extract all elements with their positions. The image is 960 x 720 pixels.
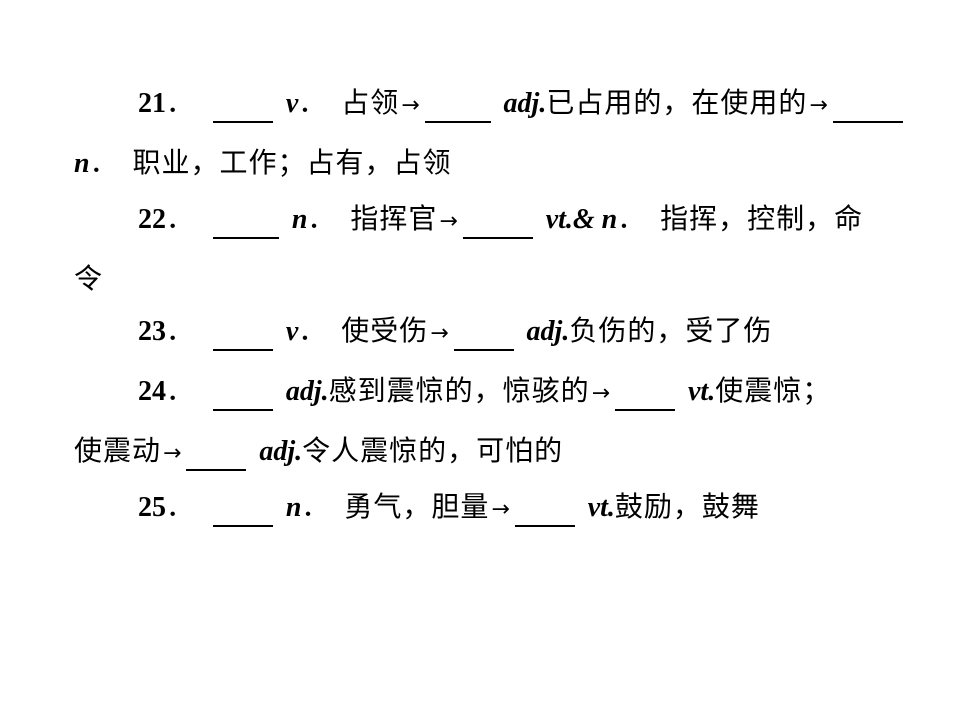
definition: 鼓励，鼓舞 bbox=[614, 490, 760, 523]
answer-blank[interactable] bbox=[832, 93, 903, 123]
part-of-speech: v bbox=[285, 88, 299, 119]
answer-blank[interactable] bbox=[462, 209, 533, 239]
arrow-icon: → bbox=[439, 209, 458, 234]
part-of-speech: n bbox=[74, 148, 90, 179]
definition: 负伤的，受了伤 bbox=[569, 314, 773, 347]
pos-dot: ． bbox=[617, 202, 646, 235]
item-23-line-1: 23． v． 使受伤→ adj.负伤的，受了伤 bbox=[138, 314, 772, 351]
pos-dot: . bbox=[607, 492, 615, 523]
item-21-line-2: n． 职业，工作；占有，占领 bbox=[74, 146, 452, 181]
part-of-speech: vt bbox=[587, 492, 608, 523]
item-24-line-1: 24． adj.感到震惊的，惊骇的→ vt.使震惊； bbox=[138, 374, 831, 411]
definition-continued: 令 bbox=[74, 262, 104, 295]
item-24-line-2: 使震动→ adj.令人震惊的，可怕的 bbox=[74, 434, 563, 471]
pos-dot: . bbox=[562, 316, 570, 347]
definition: 使受伤 bbox=[341, 314, 429, 347]
part-of-speech: vt.& n bbox=[545, 204, 618, 235]
item-number: 25 bbox=[138, 492, 166, 523]
part-of-speech: adj bbox=[503, 88, 540, 119]
arrow-icon: → bbox=[401, 93, 420, 118]
definition: 勇气，胆量 bbox=[344, 490, 490, 523]
answer-blank[interactable] bbox=[424, 93, 491, 123]
arrow-icon: → bbox=[430, 321, 449, 346]
pos-dot: ． bbox=[301, 490, 330, 523]
item-number: 24 bbox=[138, 376, 166, 407]
answer-blank[interactable] bbox=[212, 209, 279, 239]
pos-dot: ． bbox=[89, 146, 118, 179]
arrow-icon: → bbox=[809, 93, 828, 118]
item-21-line-1: 21． v． 占领→ adj.已占用的，在使用的→ bbox=[138, 86, 907, 123]
item-number: 23 bbox=[138, 316, 166, 347]
number-dot: ． bbox=[166, 86, 195, 119]
part-of-speech: n bbox=[291, 204, 308, 235]
part-of-speech: adj bbox=[526, 316, 563, 347]
answer-blank[interactable] bbox=[212, 321, 273, 351]
pos-dot: . bbox=[539, 88, 547, 119]
pos-dot: ． bbox=[298, 314, 327, 347]
definition: 感到震惊的，惊骇的 bbox=[328, 374, 590, 407]
definition: 已占用的，在使用的 bbox=[546, 86, 808, 119]
definition: 指挥，控制，命 bbox=[660, 202, 864, 235]
number-dot: ． bbox=[166, 490, 195, 523]
part-of-speech: adj bbox=[259, 436, 296, 467]
answer-blank[interactable] bbox=[453, 321, 514, 351]
item-22-line-1: 22． n． 指挥官→ vt.& n． 指挥，控制，命 bbox=[138, 202, 863, 239]
answer-blank[interactable] bbox=[212, 497, 273, 527]
pos-dot: . bbox=[295, 436, 303, 467]
item-25-line-1: 25． n． 勇气，胆量→ vt.鼓励，鼓舞 bbox=[138, 490, 760, 527]
arrow-icon: → bbox=[491, 497, 510, 522]
definition: 占领 bbox=[341, 86, 400, 119]
definition: 指挥官 bbox=[350, 202, 438, 235]
part-of-speech: vt bbox=[687, 376, 709, 407]
part-of-speech: v bbox=[285, 316, 299, 347]
definition: 职业，工作；占有，占领 bbox=[132, 146, 452, 179]
number-dot: ． bbox=[166, 202, 195, 235]
definition: 使震动 bbox=[74, 434, 162, 467]
answer-blank[interactable] bbox=[212, 93, 273, 123]
answer-blank[interactable] bbox=[186, 441, 247, 471]
number-dot: ． bbox=[166, 374, 195, 407]
part-of-speech: adj bbox=[285, 376, 322, 407]
pos-dot: ． bbox=[298, 86, 327, 119]
part-of-speech: n bbox=[285, 492, 302, 523]
pos-dot: . bbox=[321, 376, 329, 407]
answer-blank[interactable] bbox=[212, 381, 273, 411]
answer-blank[interactable] bbox=[514, 497, 575, 527]
item-number: 21 bbox=[138, 88, 166, 119]
item-number: 22 bbox=[138, 204, 166, 235]
answer-blank[interactable] bbox=[615, 381, 676, 411]
definition: 使震惊； bbox=[715, 374, 832, 407]
arrow-icon: → bbox=[163, 441, 182, 466]
definition: 令人震惊的，可怕的 bbox=[302, 434, 564, 467]
pos-dot: . bbox=[708, 376, 716, 407]
arrow-icon: → bbox=[591, 381, 611, 406]
item-22-line-2: 令 bbox=[74, 262, 103, 296]
pos-dot: ． bbox=[307, 202, 336, 235]
number-dot: ． bbox=[166, 314, 195, 347]
